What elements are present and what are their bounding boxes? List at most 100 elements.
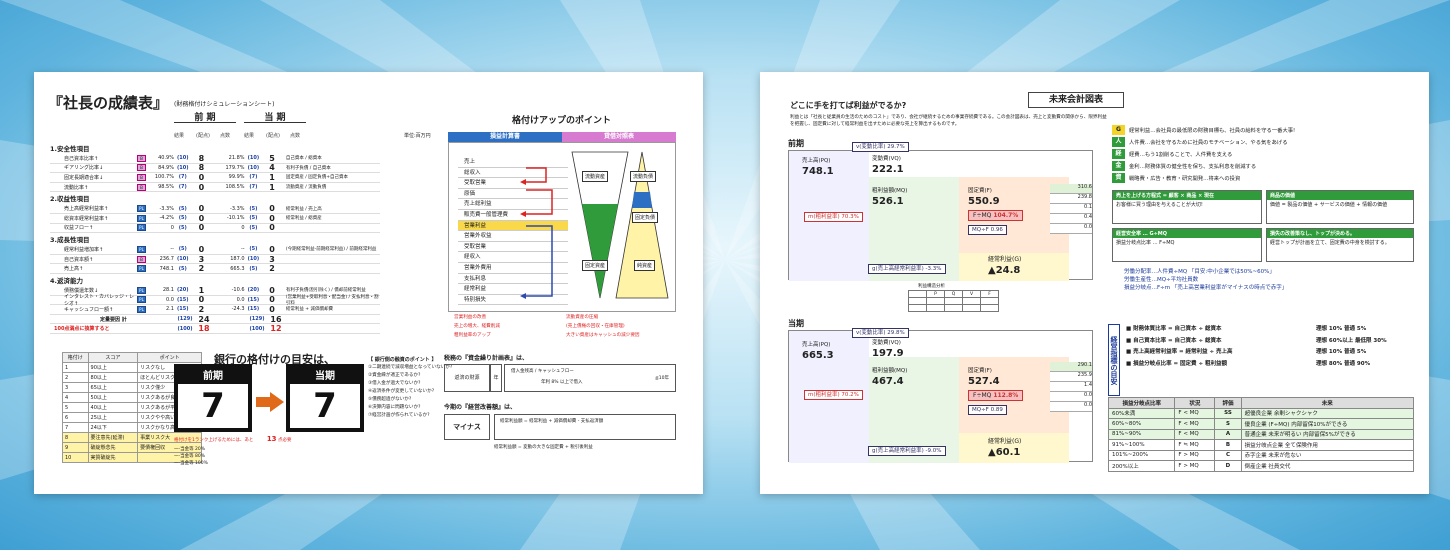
row-formula: 流動資産 / 流動負債 xyxy=(285,185,327,191)
kpi-item: 労働生産性…MQ÷平均社員数 xyxy=(1124,277,1199,283)
row-label: 収益フロー↑ xyxy=(64,225,94,232)
row-formula: 経常利益 + 減価償却費 xyxy=(285,307,333,313)
row-label: 固定長期適合率↓ xyxy=(64,174,104,181)
row-tag: B xyxy=(136,255,147,263)
prev-period-header: 前 期 xyxy=(194,113,216,123)
table-header: 状況 xyxy=(1174,397,1216,409)
label: 経常利益(G) xyxy=(988,438,1022,445)
curr-points: (15) xyxy=(247,296,260,303)
table-cell: 5 xyxy=(62,402,89,413)
table-cell: 200%以上 xyxy=(1107,460,1176,472)
check-item: ③借入金が過大でないか? xyxy=(368,381,421,386)
kpi-side-label: 経営指標の目安 xyxy=(1108,324,1120,396)
row-label: 売上高↑ xyxy=(64,266,84,273)
curr-score: 0 xyxy=(269,304,275,314)
prev-points: (15) xyxy=(177,296,189,303)
label: 変動費(VQ) xyxy=(872,156,901,162)
curr-points: (10) xyxy=(247,155,260,162)
curr-g-cell: 経常利益(G) ▲60.1 xyxy=(988,436,1021,458)
value: 467.4 xyxy=(872,376,904,387)
prev-points: (10) xyxy=(177,164,189,171)
pl-item: 特別損失 xyxy=(458,295,568,306)
curr-result: 187.0 xyxy=(230,256,245,263)
table-header: 評価 xyxy=(1214,397,1242,409)
f-breakdown-value: 0.4 xyxy=(1050,214,1092,224)
category-title: 3.成長性項目 xyxy=(50,236,90,245)
kpi-list: 労働分配率…人件費÷MQ 「目安:中小企業では50%~60%」労働生産性…MQ÷… xyxy=(1124,268,1414,292)
strategy-body: お客様に買う理由を与えることが大切! xyxy=(1116,202,1203,208)
divider xyxy=(244,122,306,123)
prev-result: 2.1 xyxy=(166,306,174,313)
bs-note-line: 流動資産の圧縮 xyxy=(566,315,599,320)
table-cell: 優良企業 (F÷MQ) 内部留保10%ができる xyxy=(1240,418,1415,430)
kpi-item: 損益分岐点…F÷m 「売上高営業利益率がマイナスの時点で赤字」 xyxy=(1124,285,1288,291)
strategy-heading: 経営安全率 … G÷MQ xyxy=(1113,229,1261,238)
rating-up-points-title: 格付けアップのポイント xyxy=(512,116,612,126)
row-label: ギアリング比率↓ xyxy=(64,165,104,172)
points-frame xyxy=(448,142,676,312)
table-cell: 赤字企業 未来が危ない xyxy=(1240,449,1415,461)
pl-item: 支払利息 xyxy=(458,274,568,285)
arrow-icon xyxy=(256,397,270,407)
value: 222.1 xyxy=(872,164,904,175)
prev-period-label: 前期 xyxy=(788,139,804,148)
value: 526.1 xyxy=(872,196,904,207)
prev-points: (5) xyxy=(178,224,187,231)
row-label: 自己資本額↑ xyxy=(64,256,94,263)
rating-note-text: 格付けを1ランク上げるためには、あと xyxy=(174,438,254,443)
f-breakdown-value: 310.6 xyxy=(1050,184,1092,194)
priority-key: 経 xyxy=(1112,149,1125,159)
f-breakdown-value: 0.0 xyxy=(1050,392,1092,402)
row-formula: 経常利益 / 総資産 xyxy=(285,216,322,222)
row-formula: 固定資産 / 固定負債+自己資本 xyxy=(285,175,348,181)
conv-prev-score: 18 xyxy=(198,324,210,334)
curr-result: 665.3 xyxy=(230,265,245,272)
table-cell: 7 xyxy=(62,422,89,433)
prev-points: (5) xyxy=(178,205,187,212)
table-cell: 6 xyxy=(62,412,89,423)
row-tag: PL xyxy=(136,224,147,232)
label: MQ÷F xyxy=(972,227,989,233)
category-title: 1.安全性項目 xyxy=(50,145,90,153)
arrow-right-icon xyxy=(270,392,284,412)
table-header: 格付け xyxy=(62,352,89,363)
table-cell xyxy=(137,452,202,463)
value: ▲60.1 xyxy=(988,447,1021,458)
total-curr-points: (129) xyxy=(249,316,265,323)
prev-result: 84.9% xyxy=(158,164,174,171)
product-value-box: 商品の価値 価値 = 製品の価値 + サービスの価値 + 情報の価値 xyxy=(1266,190,1414,224)
prev-score: 0 xyxy=(198,204,205,214)
g-area xyxy=(959,253,1069,281)
curr-score: 0 xyxy=(269,285,275,295)
table-cell: 要注意先(延滞) xyxy=(87,432,139,443)
label: g(売上高経常利益率) xyxy=(872,266,924,272)
prev-score: 0 xyxy=(198,223,205,233)
sub-col-result: 結果 xyxy=(244,133,255,139)
check-points-title: 【 銀行側の融資のポイント 】 xyxy=(368,357,437,363)
table-cell: 損益分岐点企業 全て保険作用 xyxy=(1240,439,1415,451)
table-header: 未来 xyxy=(1240,397,1415,409)
curr-period-label: 当期 xyxy=(788,319,804,328)
curr-result: 0 xyxy=(241,224,245,231)
strategy-body: 価値 = 製品の価値 + サービスの価値 + 情報の価値 xyxy=(1270,202,1388,208)
value: 527.4 xyxy=(968,376,1000,387)
table-cell: B xyxy=(1214,439,1242,451)
safety-ratio-box: 経営安全率 … G÷MQ 損益分岐点比率 … F÷MQ xyxy=(1112,228,1262,262)
label: 粗利益額(MQ) xyxy=(872,368,908,374)
priority-key: 資 xyxy=(1112,173,1125,183)
table-cell: F ≒ MQ xyxy=(1174,439,1216,451)
total-label: 定量要因 計 xyxy=(100,316,127,323)
curr-score: 2 xyxy=(269,264,275,274)
priority-key: 金 xyxy=(1112,161,1125,171)
rating-note-number: 13 xyxy=(266,435,277,443)
row-tag: PL xyxy=(136,305,147,313)
prev-result: 100.7% xyxy=(154,174,174,181)
